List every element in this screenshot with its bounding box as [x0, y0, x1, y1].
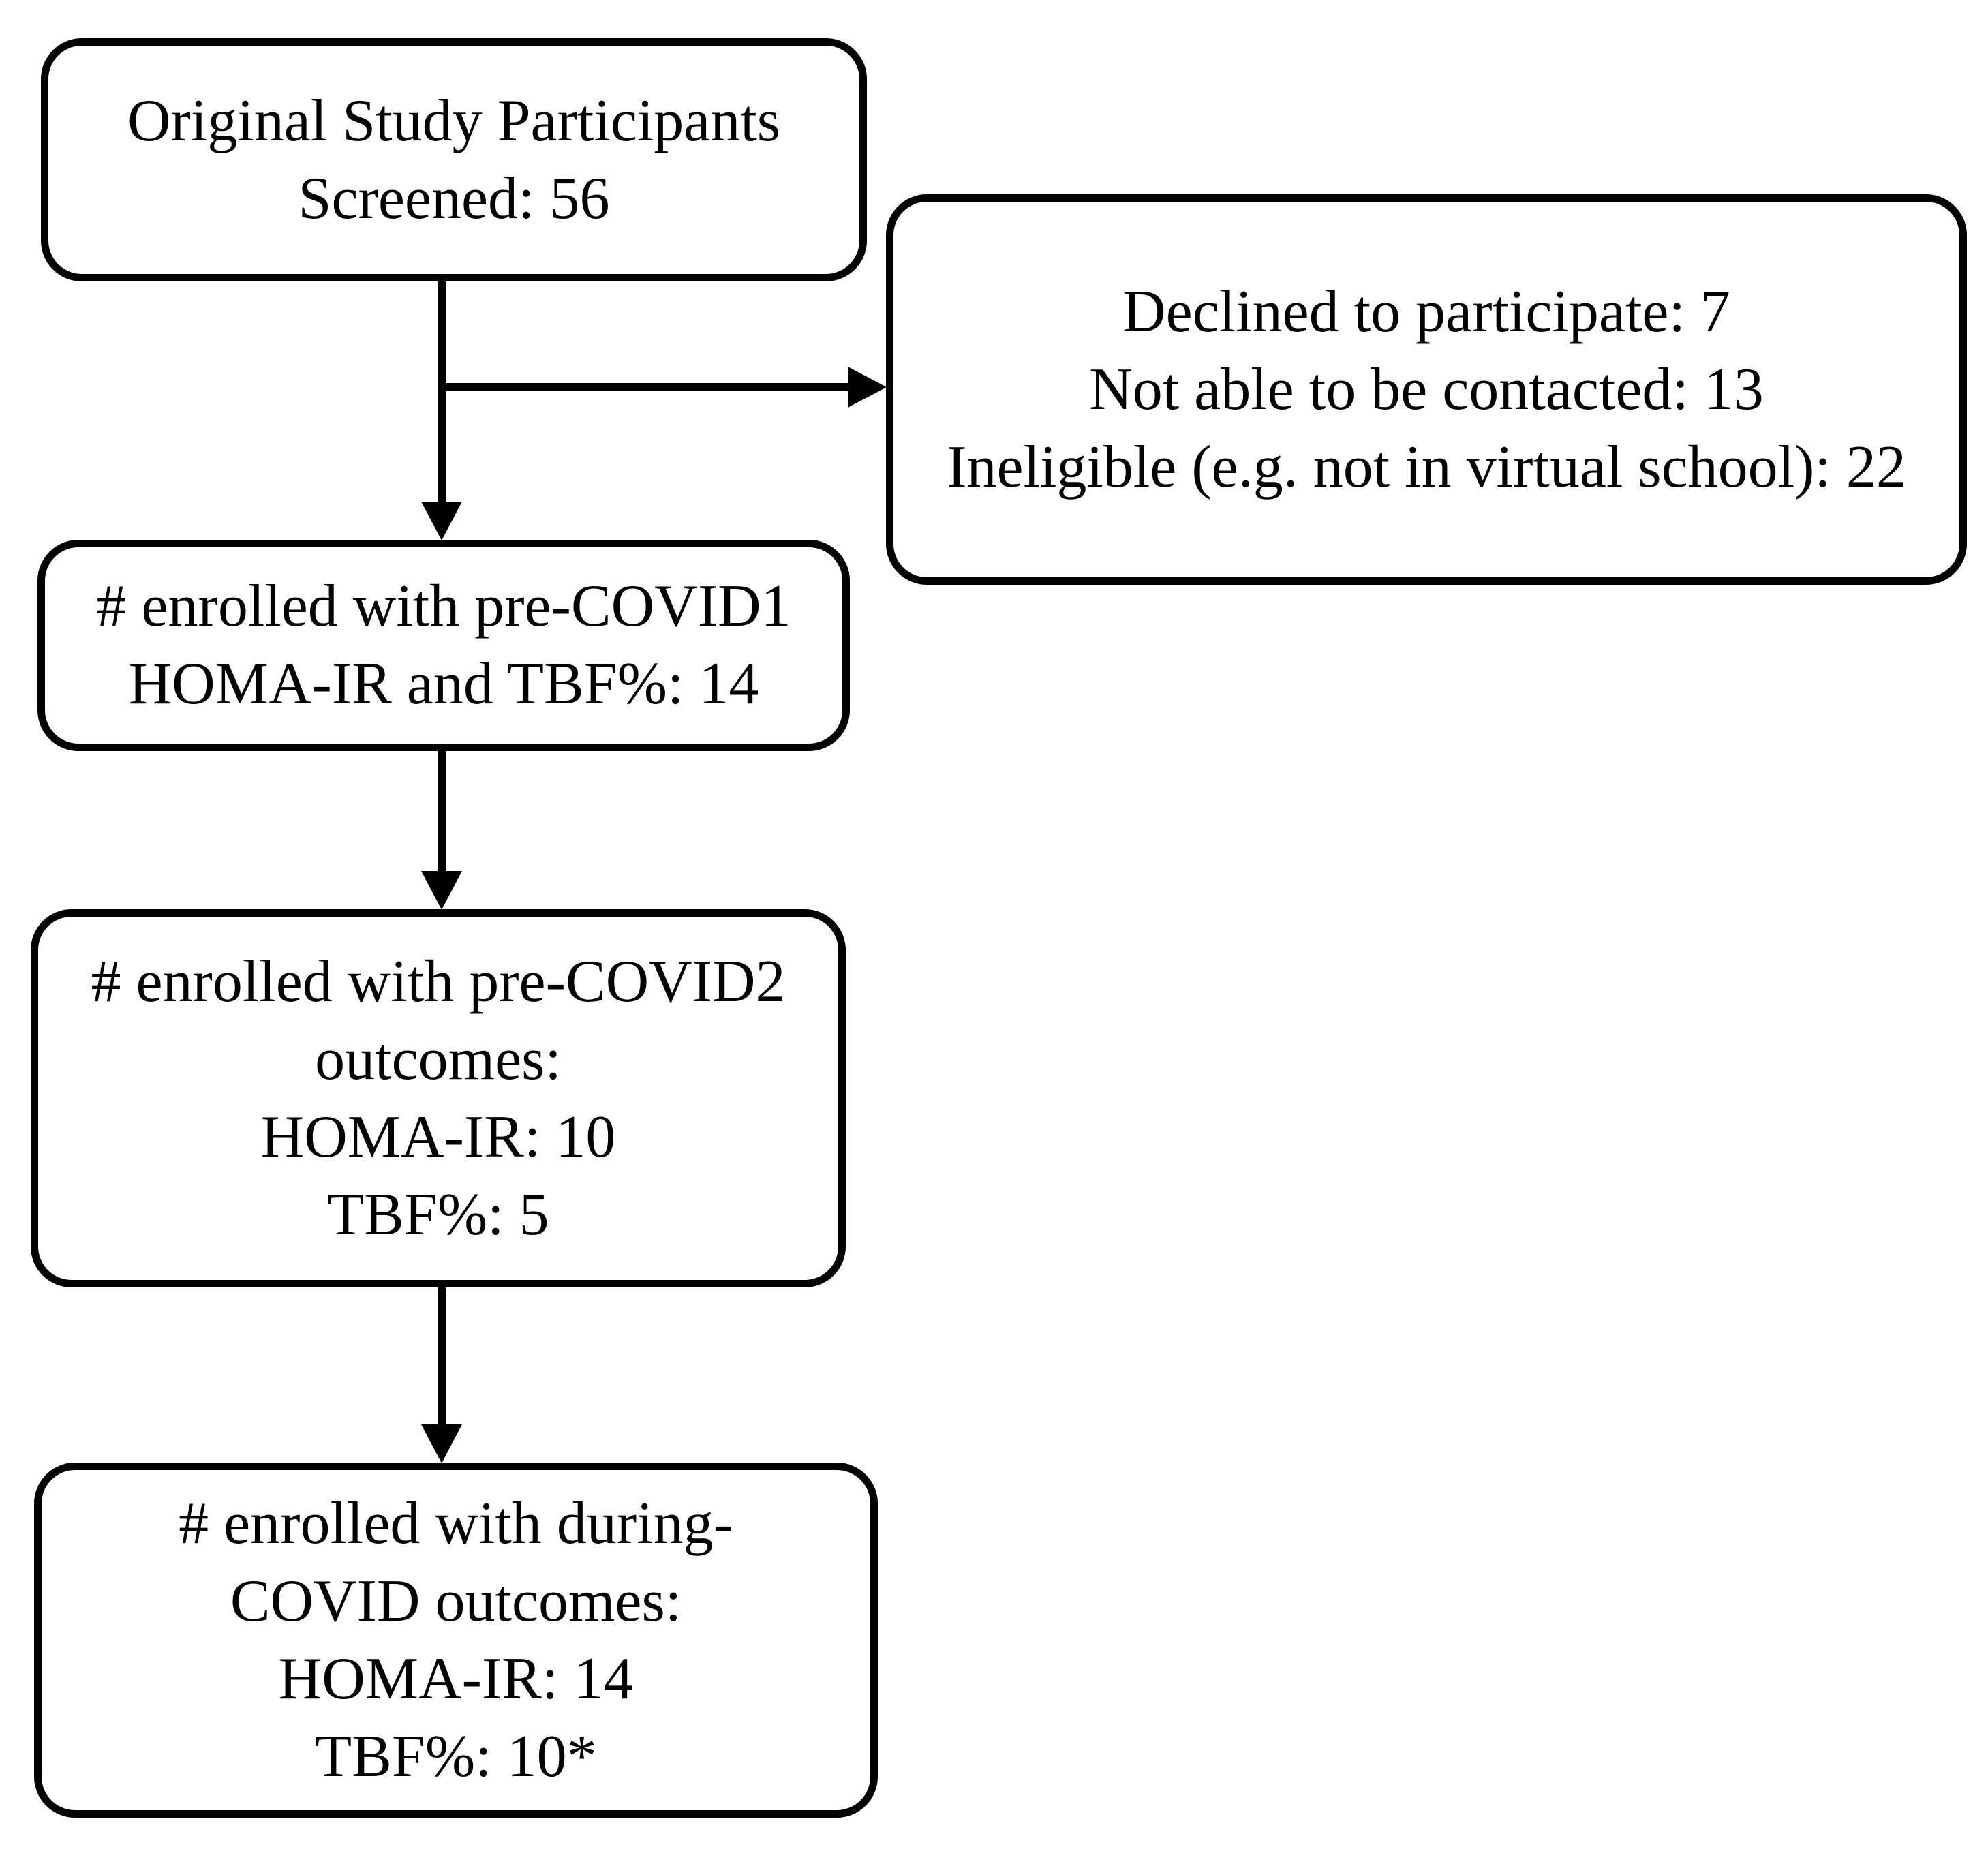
box-during-covid-line: # enrolled with during- — [179, 1490, 733, 1557]
box-during-covid-line: TBF%: 10* — [315, 1723, 597, 1790]
box-excluded-line: Declined to participate: 7 — [1122, 278, 1730, 345]
box-enrolled-during-covid: # enrolled with during- COVID outcomes: … — [34, 1463, 878, 1818]
box-screened-line: Original Study Participants — [127, 87, 781, 154]
box-pre-covid2-line: # enrolled with pre-COVID2 — [91, 948, 786, 1015]
arrow-pre-covid2-to-during-covid-shaft — [438, 1287, 446, 1426]
box-enrolled-pre-covid2: # enrolled with pre-COVID2 outcomes: HOM… — [31, 909, 846, 1287]
box-pre-covid1-line: HOMA-IR and TBF%: 14 — [128, 651, 759, 717]
arrow-pre-covid1-to-pre-covid2-shaft — [438, 751, 446, 874]
box-excluded: Declined to participate: 7 Not able to b… — [886, 194, 1967, 585]
box-pre-covid2-line: HOMA-IR: 10 — [260, 1103, 616, 1170]
box-pre-covid1-line: # enrolled with pre-COVID1 — [96, 573, 791, 639]
box-enrolled-pre-covid1: # enrolled with pre-COVID1 HOMA-IR and T… — [37, 540, 850, 751]
box-pre-covid2-line: TBF%: 5 — [327, 1181, 549, 1248]
box-excluded-line: Not able to be contacted: 13 — [1089, 356, 1764, 423]
box-screened: Original Study Participants Screened: 56 — [41, 38, 867, 281]
arrow-right-head-icon — [848, 367, 887, 408]
arrow-down-head-icon — [421, 871, 462, 910]
arrow-screened-to-pre-covid1-shaft — [438, 281, 446, 503]
arrow-down-head-icon — [421, 502, 462, 540]
box-screened-line: Screened: 56 — [298, 165, 610, 232]
box-during-covid-line: HOMA-IR: 14 — [278, 1645, 634, 1712]
arrow-screened-to-excluded-shaft — [438, 383, 849, 391]
arrow-down-head-icon — [421, 1424, 462, 1463]
box-during-covid-line: COVID outcomes: — [230, 1568, 682, 1634]
box-excluded-line: Ineligible (e.g. not in virtual school):… — [947, 433, 1906, 500]
box-pre-covid2-line: outcomes: — [315, 1026, 562, 1092]
